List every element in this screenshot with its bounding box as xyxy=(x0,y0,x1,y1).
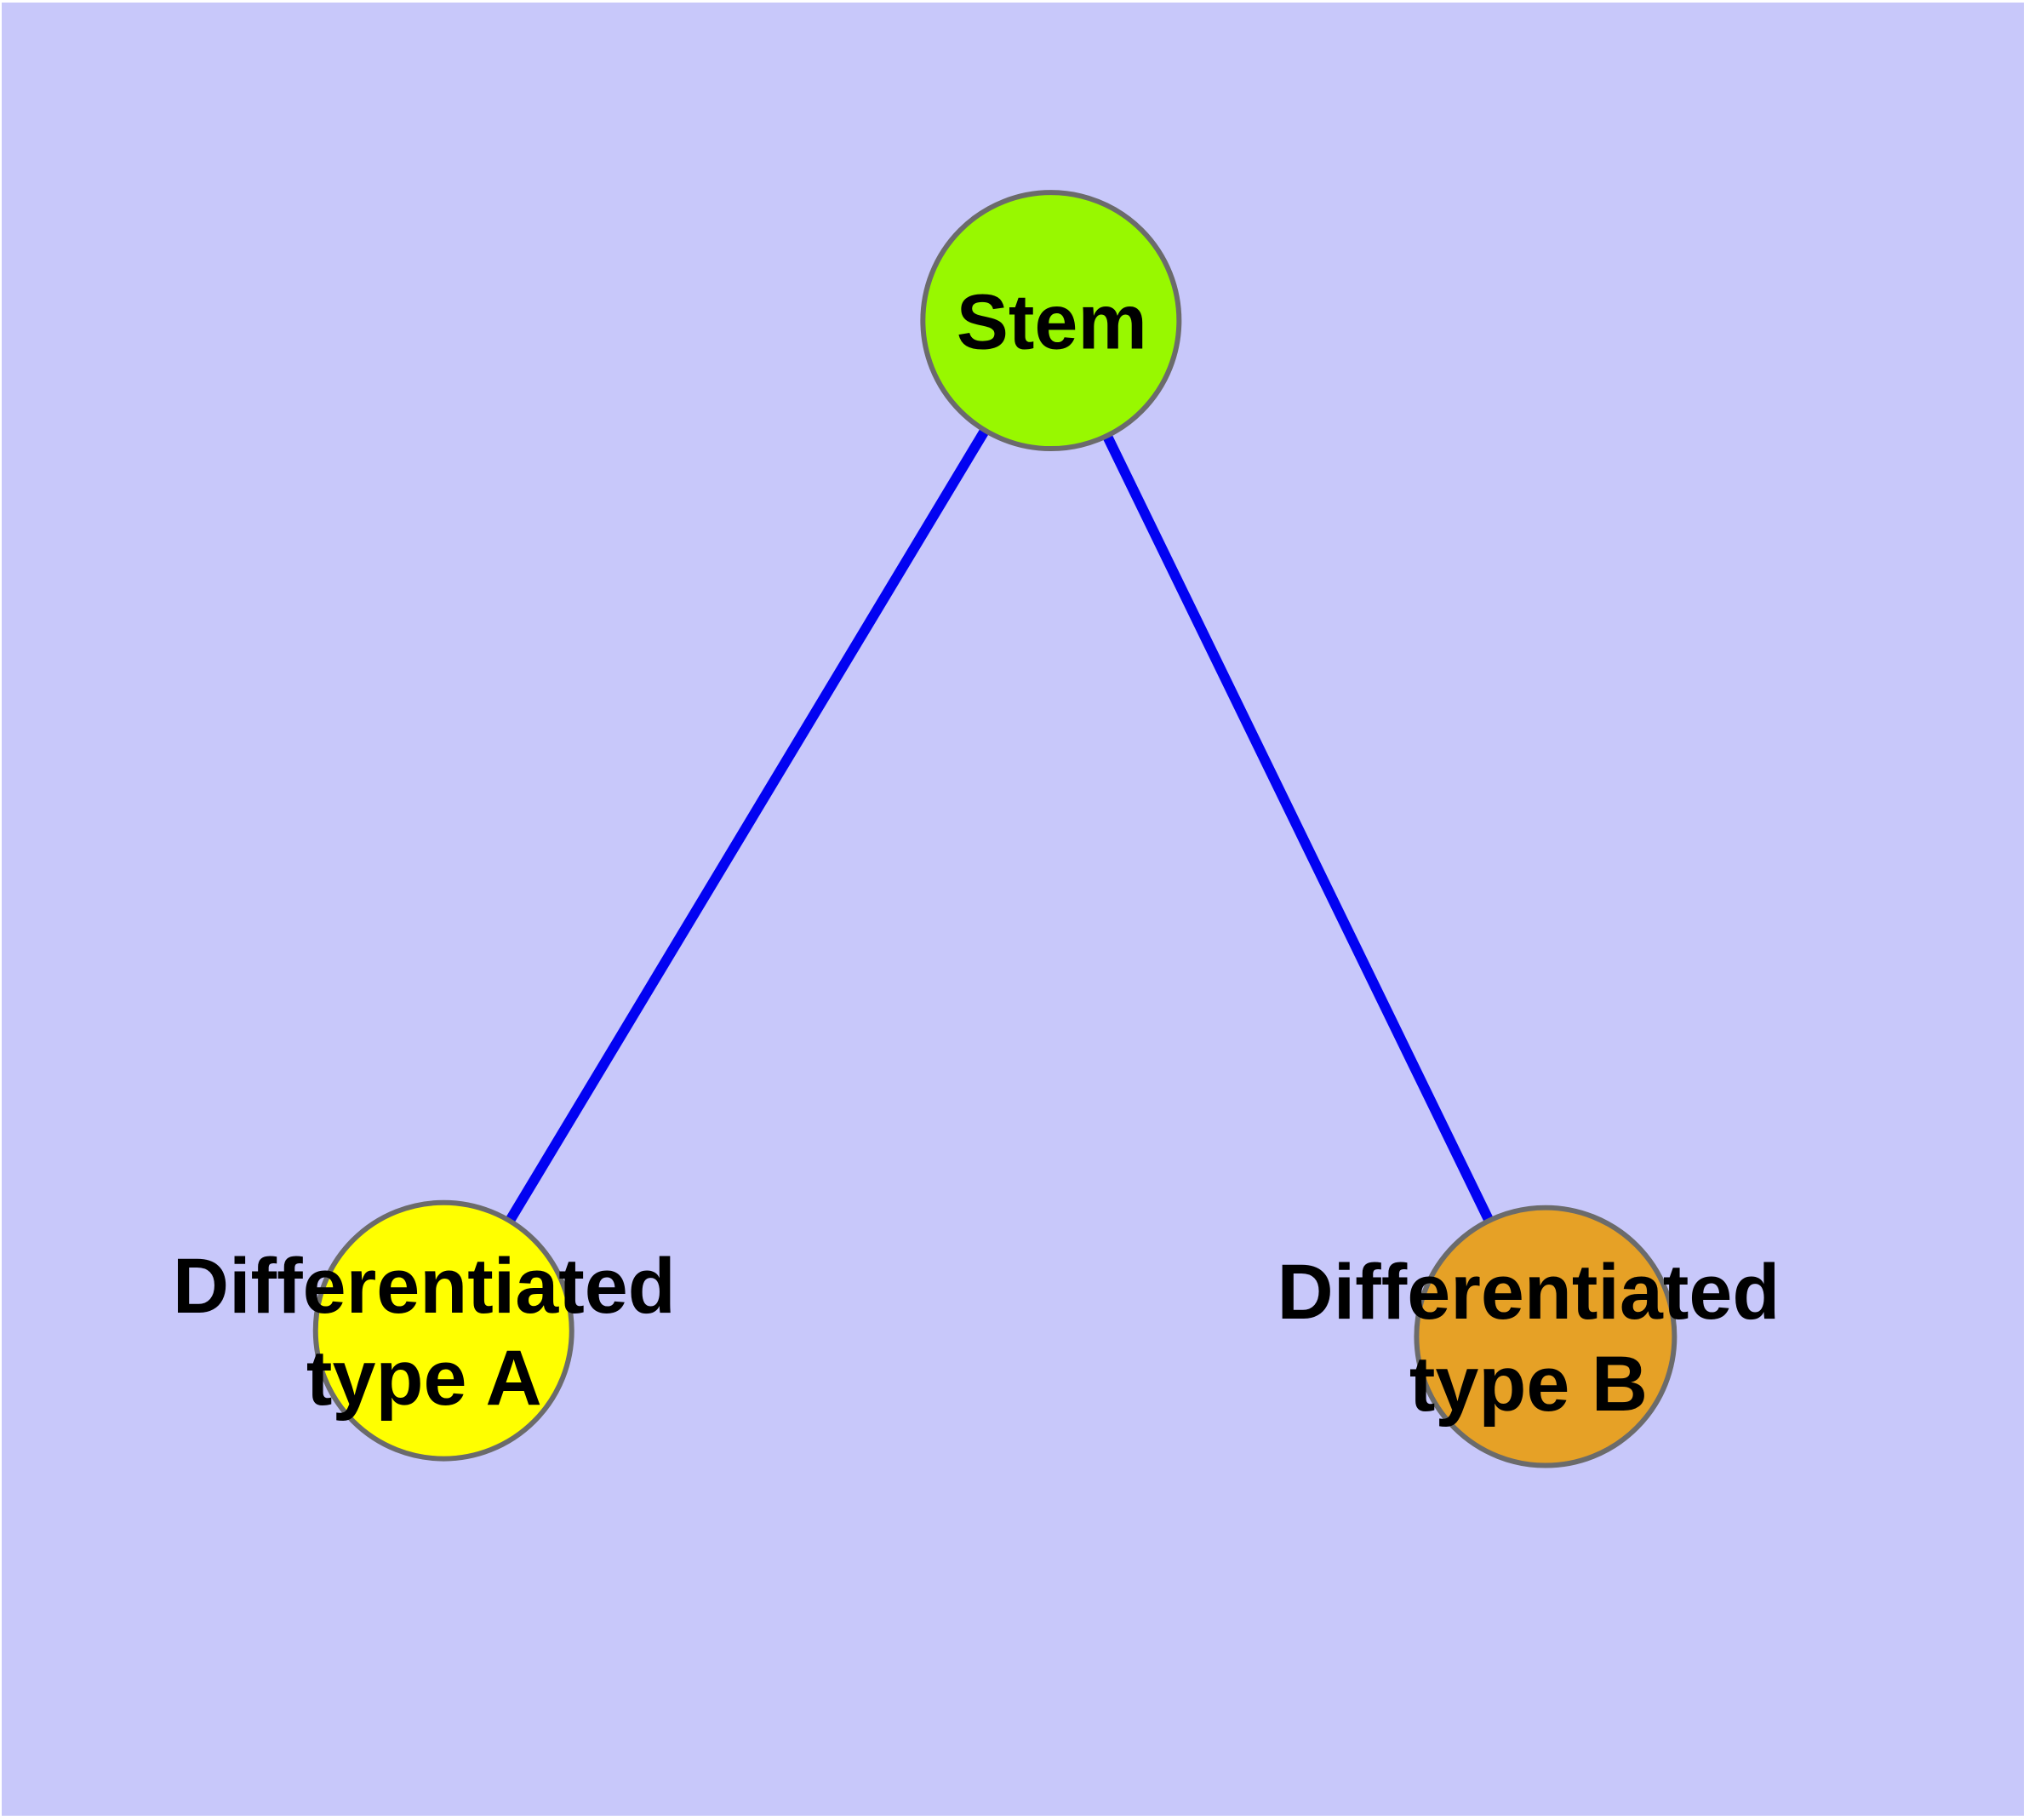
edge-stem-to-type-a xyxy=(439,318,1055,1334)
node-differentiated-type-a[interactable] xyxy=(312,1199,574,1462)
node-type-a-label-line2: type A xyxy=(306,1335,542,1422)
node-differentiated-type-b[interactable] xyxy=(1414,1205,1677,1468)
node-stem[interactable] xyxy=(920,190,1182,452)
node-type-b-label-line1: Differentiated xyxy=(1277,1249,1780,1336)
diagram-canvas: Stem Differentiated type A Differentiate… xyxy=(2,3,2024,1816)
node-stem-label: Stem xyxy=(957,278,1147,365)
edge-stem-to-type-b xyxy=(1046,318,1551,1339)
node-type-a-label-line1: Differentiated xyxy=(173,1243,676,1330)
node-type-b-label-line2: type B xyxy=(1409,1341,1648,1428)
graph-svg: Stem Differentiated type A Differentiate… xyxy=(173,190,1780,1468)
